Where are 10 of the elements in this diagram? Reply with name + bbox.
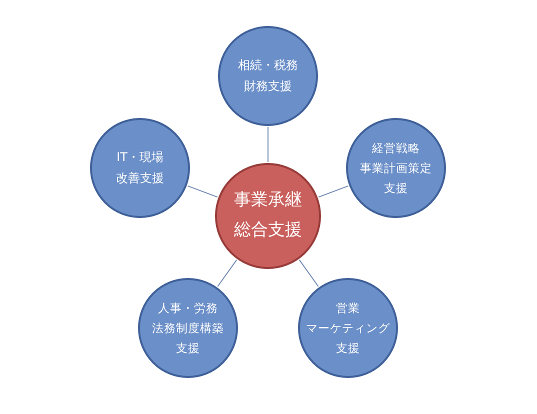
circle-label: 事業承継総合支援 bbox=[234, 189, 302, 242]
connector-line bbox=[187, 185, 218, 198]
connector-line bbox=[318, 185, 349, 198]
circle-label: 人事・労務法務制度構築支援 bbox=[152, 300, 224, 358]
circle-label: 相続・税務財務支援 bbox=[238, 57, 298, 95]
circle-label: 営業マーケティング支援 bbox=[306, 300, 390, 358]
connector-line bbox=[298, 259, 319, 287]
connector-line bbox=[217, 259, 238, 287]
circle-label: IT・現場改善支援 bbox=[116, 149, 164, 187]
circle-label: 経営戦略事業計画策定支援 bbox=[360, 140, 432, 198]
